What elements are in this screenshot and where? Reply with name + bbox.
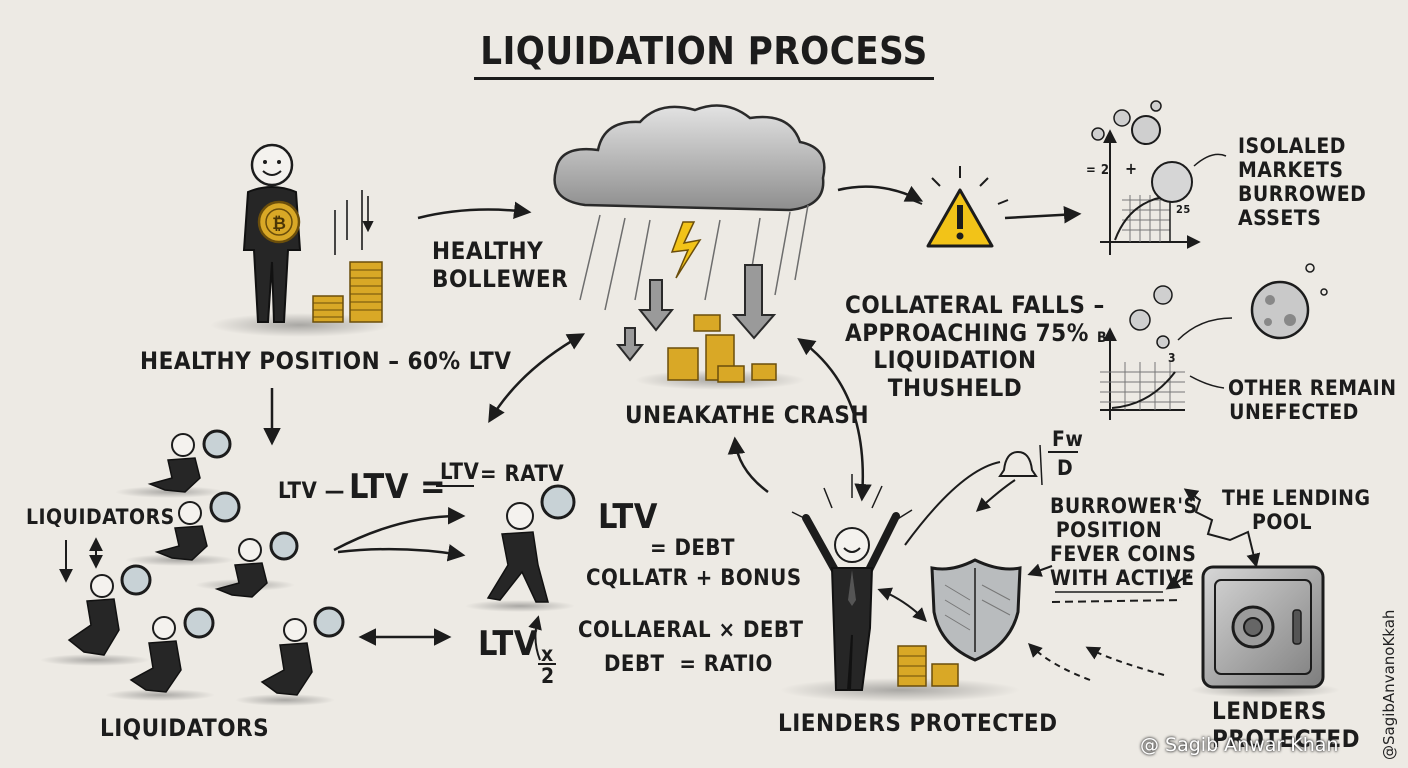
chart-top-plus-label: + (1125, 160, 1138, 178)
crash-label: UNEAKATHE CRASH (625, 402, 869, 430)
liquidator-center-figure (465, 486, 575, 612)
healthy-borrower-label: HEALTHY BOLLEWER (432, 238, 568, 293)
formula-ltv-dash: LTV — (278, 479, 345, 504)
formula-ltv-single: LTV (598, 498, 658, 537)
isolated-markets-chart (1092, 101, 1226, 255)
arrow-liquidators-to-center (334, 516, 462, 550)
formula-fw: Fw (1052, 427, 1083, 451)
liquidator-figure (235, 608, 343, 706)
liquidator-figure (40, 566, 150, 666)
formula-ltv-equals: LTV = (349, 468, 446, 507)
liquidator-figure (115, 431, 230, 498)
bell-icon (1000, 445, 1042, 485)
formula-eq-debt: = DEBT (650, 536, 735, 561)
storm-cloud (555, 106, 825, 391)
signature-text: @SagibAnvanoKkah (1380, 610, 1398, 760)
down-arrow-icon (640, 280, 672, 330)
arrow-warning-to-markets (1005, 214, 1078, 218)
chart-top-eq-label: = 2 (1086, 164, 1110, 179)
arrow-healthy-to-cloud (418, 210, 528, 218)
arrow-bell-down (978, 480, 1015, 510)
chart-bottom-b-label: B (1097, 330, 1107, 346)
arrow-lenders-to-crash (735, 440, 768, 492)
liquidators-side-label: LIQUIDATORS (26, 505, 175, 529)
watermark-text: @ Sagib Anwar Khan (1140, 734, 1338, 756)
lightning-icon (672, 222, 700, 278)
arrow-position-to-shield (1030, 566, 1052, 574)
formula-frac-x: x (541, 642, 554, 666)
svg-text:₿: ₿ (272, 214, 286, 234)
page-title: LIQUIDATION PROCESS (0, 30, 1408, 74)
dashed-arrow-to-safe (1052, 600, 1182, 602)
dashed-arrow-to-shield (1030, 645, 1090, 680)
chart-top-25-label: 25 (1176, 204, 1191, 217)
warning-icon (912, 166, 1008, 246)
healthy-position-label: HEALTHY POSITION – 60% LTV (140, 348, 511, 376)
collateral-falls-label: COLLATERAL FALLS – APPROACHING 75% LIQUI… (845, 292, 1065, 402)
other-remain-label: OTHER REMAIN UNEFECTED (1228, 376, 1360, 424)
formula-ltv-numerator: LTV (440, 460, 479, 485)
safe-icon (1190, 567, 1340, 698)
borrower-position-label: BURROWER'S POSITION FEVER COINS WITH ACT… (1050, 494, 1168, 591)
arrow-liquidators-to-center-2 (338, 549, 462, 555)
formula-collat-bonus: CQLLATR + BONUS (586, 566, 802, 591)
title-text: LIQUIDATION PROCESS (474, 29, 933, 80)
formula-debt-ratio: DEBT = RATIO (604, 652, 773, 677)
formula-d: D (1057, 456, 1073, 480)
dashed-arrow-safe-to-shield (1088, 648, 1164, 675)
down-arrow-icon (618, 328, 642, 360)
chart-bottom-3-label: 3 (1168, 352, 1176, 366)
formula-frac-2: 2 (541, 664, 555, 688)
lending-pool-label: THE LENDING POOL (1222, 486, 1342, 534)
formula-collat-debt: COLLAERAL × DEBT (578, 618, 804, 643)
liquidators-bottom-label: LIQUIDATORS (100, 715, 269, 743)
liquidators-group (40, 431, 343, 706)
formula-ltv-big: LTV (478, 625, 538, 664)
arrow-lender-shield (880, 590, 925, 620)
down-arrow-icon (734, 265, 774, 338)
healthy-coin-stacks (313, 190, 382, 322)
arrow-cloud-to-warning (838, 187, 920, 200)
liquidator-figure (125, 493, 239, 566)
isolated-markets-label: ISOLALED MARKETS BURROWED ASSETS (1238, 134, 1366, 231)
shield-icon (932, 560, 1020, 660)
formula-ratv: = RATV (480, 462, 564, 487)
lenders-protected-label: LIENDERS PROTECTED (778, 710, 1058, 738)
